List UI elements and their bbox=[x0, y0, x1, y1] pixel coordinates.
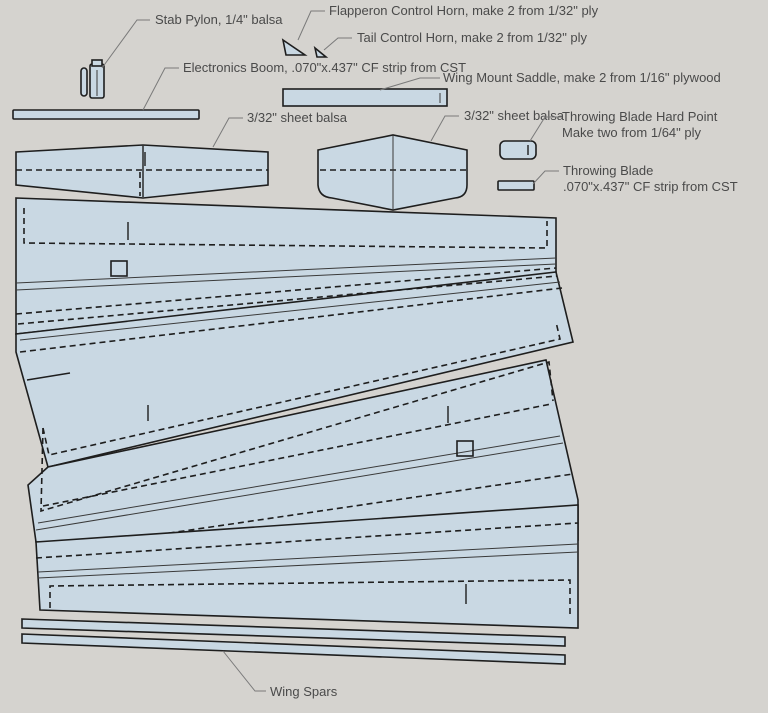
label-throwing-blade-1: Throwing Blade bbox=[563, 163, 653, 178]
flapperon-control-horn bbox=[281, 38, 308, 56]
label-fin-sheet: 3/32" sheet balsa bbox=[464, 108, 565, 123]
tail-control-horn bbox=[313, 45, 329, 58]
throwing-blade-hard-point bbox=[499, 140, 537, 160]
wing-panel-2 bbox=[15, 271, 574, 468]
label-blade-hard-point-1: Throwing Blade Hard Point bbox=[562, 109, 718, 124]
label-blade-hard-point-2: Make two from 1/64" ply bbox=[562, 125, 702, 140]
label-flapperon-control-horn: Flapperon Control Horn, make 2 from 1/32… bbox=[329, 3, 599, 18]
throwing-blade bbox=[497, 180, 535, 191]
wing-mount-saddle bbox=[282, 88, 448, 107]
fin-part bbox=[317, 134, 468, 211]
label-tail-control-horn: Tail Control Horn, make 2 from 1/32" ply bbox=[357, 30, 588, 45]
label-throwing-blade-2: .070"x.437" CF strip from CST bbox=[563, 179, 738, 194]
label-wing-spars: Wing Spars bbox=[270, 684, 338, 699]
electronics-boom bbox=[12, 109, 200, 120]
label-electronics-boom: Electronics Boom, .070"x.437" CF strip f… bbox=[183, 60, 466, 75]
label-wing-mount-saddle: Wing Mount Saddle, make 2 from 1/16" ply… bbox=[443, 70, 721, 85]
stab-pylon bbox=[80, 59, 105, 99]
label-stab-pylon: Stab Pylon, 1/4" balsa bbox=[155, 12, 283, 27]
wing-spars bbox=[21, 618, 566, 665]
label-stab-sheet: 3/32" sheet balsa bbox=[247, 110, 348, 125]
wing-panel-4 bbox=[35, 504, 579, 629]
stabilizer-part bbox=[15, 144, 269, 199]
